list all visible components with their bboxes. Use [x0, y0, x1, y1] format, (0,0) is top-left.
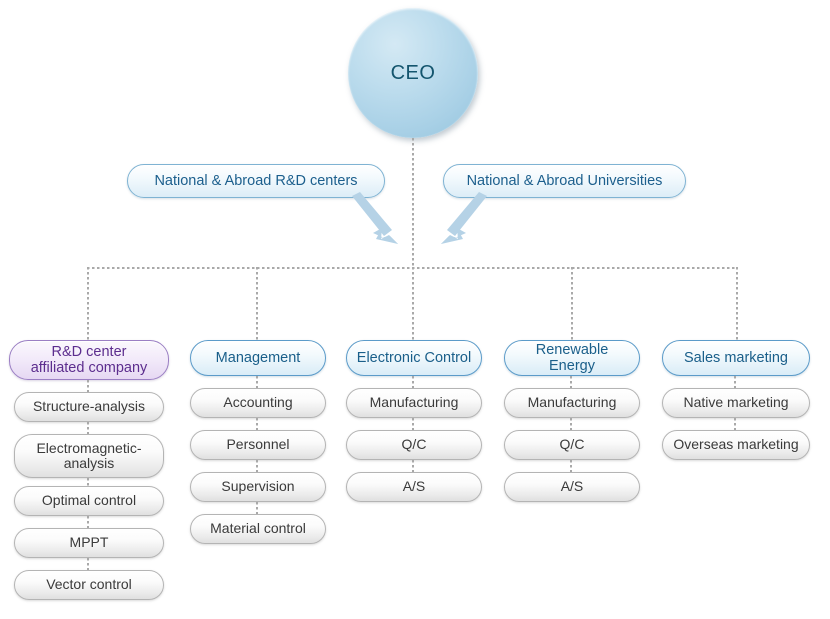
item-overseas-marketing[interactable]: Overseas marketing [662, 430, 810, 460]
connector-item-4 [256, 502, 258, 514]
item-as[interactable]: A/S [346, 472, 482, 502]
connector-item-3 [87, 478, 89, 486]
item-label: Material control [210, 520, 306, 537]
item-electromagnetic-analysis[interactable]: Electromagnetic-analysis [14, 434, 164, 478]
item-label: Optimal control [41, 492, 137, 509]
connector-drop-col-2 [256, 267, 258, 342]
item-as[interactable]: A/S [504, 472, 640, 502]
ceo-label: CEO [390, 61, 436, 84]
column-rnd-center: R&D center affiliated company Structure-… [9, 340, 169, 600]
column-sales-marketing: Sales marketing Native marketing Oversea… [662, 340, 810, 460]
connector-item-1 [412, 376, 414, 388]
item-accounting[interactable]: Accounting [190, 388, 326, 418]
connector-item-3 [412, 460, 414, 472]
item-qc[interactable]: Q/C [346, 430, 482, 460]
item-label: Structure-analysis [32, 398, 146, 415]
connector-ceo-vertical [412, 138, 414, 268]
column-renewable-energy: Renewable Energy Manufacturing Q/C A/S [504, 340, 640, 502]
item-label: Supervision [221, 478, 295, 495]
item-optimal-control[interactable]: Optimal control [14, 486, 164, 516]
item-label: Personnel [226, 436, 290, 453]
column-header-management[interactable]: Management [190, 340, 326, 376]
connector-item-2 [87, 422, 89, 434]
connector-drop-col-4 [571, 267, 573, 342]
item-label: Native marketing [683, 394, 789, 411]
item-structure-analysis[interactable]: Structure-analysis [14, 392, 164, 422]
item-label: MPPT [69, 534, 109, 551]
connector-item-1 [87, 380, 89, 392]
item-manufacturing[interactable]: Manufacturing [504, 388, 640, 418]
advisor-pill-rnd-centers[interactable]: National & Abroad R&D centers [127, 164, 385, 198]
item-label: Accounting [223, 394, 293, 411]
connector-item-1 [570, 376, 572, 388]
item-label: Electromagnetic-analysis [36, 439, 142, 471]
item-label: A/S [560, 478, 584, 495]
advisor-label-rnd-centers: National & Abroad R&D centers [154, 173, 358, 189]
column-header-line-1: R&D center [51, 343, 127, 360]
column-management: Management Accounting Personnel Supervis… [190, 340, 326, 544]
column-header-rnd-center[interactable]: R&D center affiliated company [9, 340, 169, 380]
column-header-sales-marketing[interactable]: Sales marketing [662, 340, 810, 376]
connector-item-5 [87, 558, 89, 570]
item-vector-control[interactable]: Vector control [14, 570, 164, 600]
item-label: Vector control [46, 576, 132, 593]
connector-item-2 [734, 418, 736, 430]
advisor-label-universities: National & Abroad Universities [466, 173, 663, 189]
column-header-line-2: affiliated company [30, 360, 148, 376]
column-header-line-1: Renewable Energy [535, 341, 609, 374]
connector-item-2 [256, 418, 258, 430]
item-qc[interactable]: Q/C [504, 430, 640, 460]
connector-item-3 [256, 460, 258, 472]
arrow-down-right-icon [352, 192, 398, 244]
column-header-line-1: Electronic Control [356, 349, 472, 366]
item-native-marketing[interactable]: Native marketing [662, 388, 810, 418]
column-electronic-control: Electronic Control Manufacturing Q/C A/S [346, 340, 482, 502]
column-header-electronic-control[interactable]: Electronic Control [346, 340, 482, 376]
connector-item-2 [412, 418, 414, 430]
item-label: Q/C [401, 436, 427, 453]
item-label: Manufacturing [527, 394, 617, 411]
item-mppt[interactable]: MPPT [14, 528, 164, 558]
connector-drop-col-3 [412, 267, 414, 342]
connector-item-2 [570, 418, 572, 430]
connector-drop-col-5 [736, 267, 738, 342]
item-label: A/S [402, 478, 426, 495]
item-personnel[interactable]: Personnel [190, 430, 326, 460]
connector-item-1 [734, 376, 736, 388]
connector-item-1 [256, 376, 258, 388]
item-manufacturing[interactable]: Manufacturing [346, 388, 482, 418]
connector-item-4 [87, 516, 89, 528]
column-header-line-1: Sales marketing [684, 349, 788, 366]
ceo-node[interactable]: CEO [348, 8, 478, 138]
column-header-line-1: Management [215, 349, 301, 366]
connector-item-3 [570, 460, 572, 472]
item-label: Q/C [559, 436, 585, 453]
item-material-control[interactable]: Material control [190, 514, 326, 544]
advisor-pill-universities[interactable]: National & Abroad Universities [443, 164, 686, 198]
item-supervision[interactable]: Supervision [190, 472, 326, 502]
item-label: Manufacturing [369, 394, 459, 411]
connector-drop-col-1 [87, 267, 89, 342]
arrow-down-left-icon [441, 192, 487, 244]
column-header-renewable-energy[interactable]: Renewable Energy [504, 340, 640, 376]
item-label: Overseas marketing [673, 436, 799, 453]
